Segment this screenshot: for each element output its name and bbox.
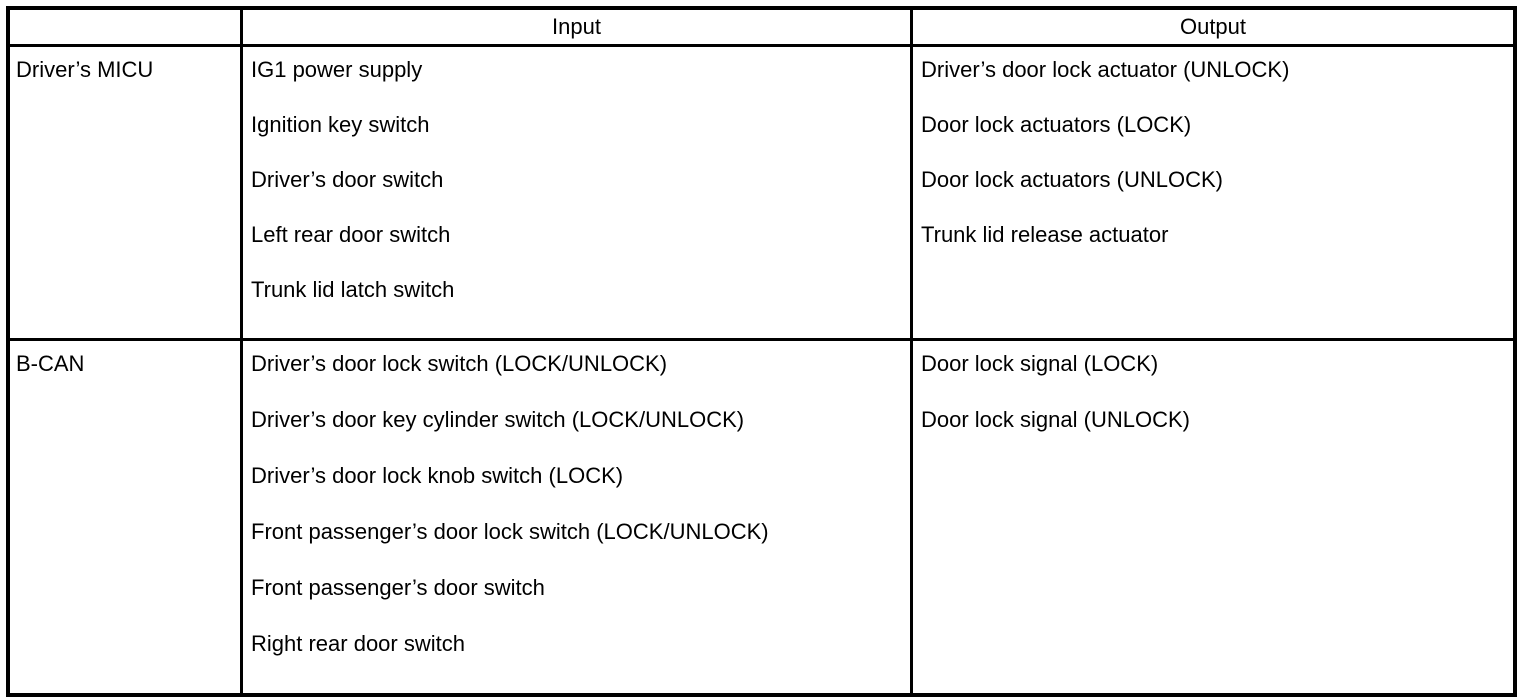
list-item: Trunk lid latch switch	[251, 277, 455, 302]
cell-outputs-micu: Driver’s door lock actuator (UNLOCK) Doo…	[910, 44, 1515, 341]
header-cell-source	[6, 6, 243, 47]
list-item: Door lock signal (UNLOCK)	[921, 407, 1190, 432]
list-item: Front passenger’s door switch	[251, 575, 545, 600]
table-row: B-CAN Driver’s door lock switch (LOCK/UN…	[6, 338, 1515, 697]
input-output-table: Input Output Driver’s MICU IG1 power sup…	[6, 6, 1517, 697]
page-canvas: Input Output Driver’s MICU IG1 power sup…	[6, 6, 1517, 697]
list-item: Driver’s door key cylinder switch (LOCK/…	[251, 407, 745, 432]
header-cell-input: Input	[240, 6, 913, 47]
table-row: Driver’s MICU IG1 power supply Ignition …	[6, 44, 1515, 341]
table-body: Driver’s MICU IG1 power supply Ignition …	[6, 44, 1515, 697]
list-item: IG1 power supply	[251, 57, 423, 82]
cell-source-bcan: B-CAN	[6, 338, 243, 697]
header-row: Input Output	[6, 6, 1517, 47]
list-item: Driver’s door lock knob switch (LOCK)	[251, 463, 624, 488]
cell-inputs-bcan: Driver’s door lock switch (LOCK/UNLOCK) …	[240, 338, 913, 697]
list-item: Door lock actuators (LOCK)	[921, 112, 1192, 137]
table-header: Input Output	[6, 6, 1517, 47]
cell-source-micu: Driver’s MICU	[6, 44, 243, 341]
list-item: Front passenger’s door lock switch (LOCK…	[251, 519, 769, 544]
list-item: Driver’s door lock switch (LOCK/UNLOCK)	[251, 351, 668, 376]
list-item: Driver’s door switch	[251, 167, 444, 192]
list-item: Driver’s door lock actuator (UNLOCK)	[921, 57, 1290, 82]
cell-inputs-micu: IG1 power supply Ignition key switch Dri…	[240, 44, 913, 341]
cell-outputs-bcan: Door lock signal (LOCK) Door lock signal…	[910, 338, 1515, 697]
list-item: Ignition key switch	[251, 112, 430, 137]
list-item: Trunk lid release actuator	[921, 222, 1169, 247]
list-item: Right rear door switch	[251, 631, 465, 656]
list-item: Door lock signal (LOCK)	[921, 351, 1159, 376]
header-cell-output: Output	[910, 6, 1517, 47]
list-item: Door lock actuators (UNLOCK)	[921, 167, 1223, 192]
list-item: Left rear door switch	[251, 222, 451, 247]
